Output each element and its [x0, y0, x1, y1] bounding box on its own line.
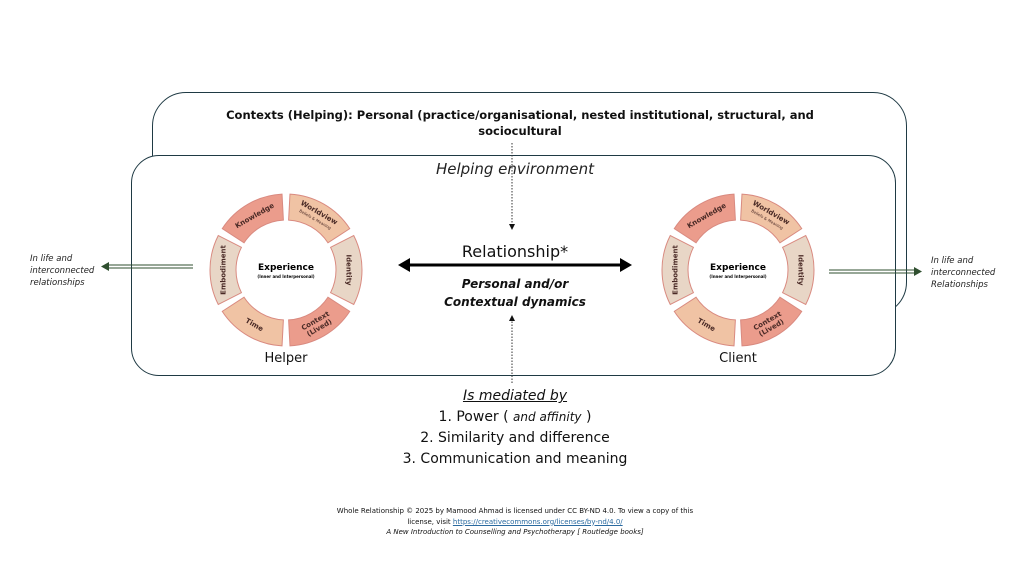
center-subtitle: (Inner and Interpersonal) [257, 274, 314, 279]
footer-line: A New Introduction to Counselling and Ps… [386, 528, 644, 536]
item-text: 1. Power ( [438, 409, 514, 425]
left-note-line: relationships [30, 278, 85, 288]
wheel-segment-worldview [288, 193, 351, 244]
wheel-segment-embodiment [209, 234, 243, 306]
left-note: In life and interconnected relationships [30, 253, 94, 289]
helper-label: Helper [264, 351, 308, 366]
right-note-line: In life and [931, 256, 974, 266]
wheel-segment-time [221, 296, 284, 347]
footer-text: license, visit [407, 517, 453, 526]
dynamics-line1: Personal and/or [461, 277, 569, 291]
mediated-by-list: Is mediated by 1. Power ( and affinity )… [360, 386, 670, 470]
footer-line: license, visit https://creativecommons.o… [300, 517, 730, 528]
helping-environment-label: Helping environment [435, 160, 595, 178]
relationship-double-arrow [398, 258, 632, 272]
wheel-segment-context [288, 296, 351, 347]
left-note-line: interconnected [30, 266, 95, 276]
mediated-item-power: 1. Power ( and affinity ) [360, 407, 670, 428]
segment-label: Identity [797, 254, 805, 285]
dynamics-label: Personal and/or Contextual dynamics [400, 275, 630, 311]
wheel-segment-time [673, 296, 736, 347]
right-outward-arrow [829, 267, 922, 276]
segment-label: Embodiment [220, 245, 228, 295]
segment-label: Identity [345, 254, 353, 285]
right-note-line: Relationships [931, 280, 988, 290]
client-experience-wheel: WorldviewBeliefs & MeaningIdentityContex… [661, 193, 815, 347]
helper-experience-wheel: WorldviewBeliefs & MeaningIdentityContex… [209, 193, 363, 347]
left-note-line: In life and [30, 254, 73, 264]
footer-license: Whole Relationship © 2025 by Mamood Ahma… [300, 506, 730, 538]
right-note-line: interconnected [931, 268, 996, 278]
item-text: ) [581, 409, 592, 425]
segment-label: Embodiment [672, 245, 680, 295]
wheel-segment-knowledge [221, 193, 284, 244]
center-title: Experience [258, 263, 314, 273]
center-title: Experience [710, 263, 766, 273]
client-label: Client [719, 351, 757, 366]
item-emphasis: and affinity [513, 410, 582, 424]
left-outward-arrow [101, 262, 193, 271]
contexts-title: Contexts (Helping): Personal (practice/o… [226, 108, 814, 138]
wheel-segment-worldview [740, 193, 803, 244]
wheel-segment-embodiment [661, 234, 695, 306]
mediated-heading: Is mediated by [462, 388, 568, 404]
relationship-label: Relationship* [461, 242, 569, 261]
wheel-segment-identity [329, 234, 363, 306]
footer-line: Whole Relationship © 2025 by Mamood Ahma… [336, 507, 694, 515]
wheel-segment-identity [781, 234, 815, 306]
right-note: In life and interconnected Relationships [931, 255, 995, 291]
mediated-item-similarity: 2. Similarity and difference [420, 430, 610, 446]
wheel-segment-context [740, 296, 803, 347]
dynamics-line2: Contextual dynamics [444, 295, 586, 309]
mediated-item-communication: 3. Communication and meaning [402, 451, 628, 467]
license-link[interactable]: https://creativecommons.org/licenses/by-… [452, 517, 623, 526]
wheel-segment-knowledge [673, 193, 736, 244]
center-subtitle: (Inner and Interpersonal) [709, 274, 766, 279]
